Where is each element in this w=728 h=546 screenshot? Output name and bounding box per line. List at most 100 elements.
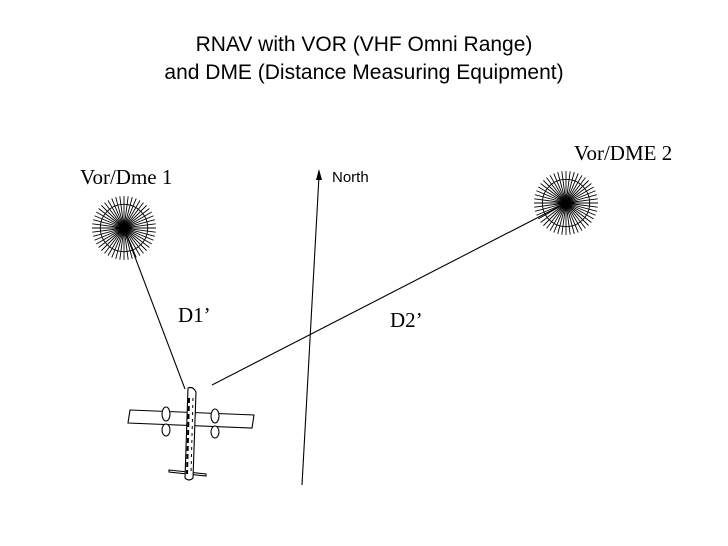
vor-spoke — [123, 227, 129, 260]
vor-spoke — [565, 202, 583, 231]
vor-spoke — [111, 227, 125, 258]
vor-spoke — [534, 202, 567, 212]
vor-spoke — [543, 180, 567, 204]
vor-spoke — [96, 227, 125, 245]
vor-spoke — [534, 202, 567, 208]
vor-spoke — [565, 202, 598, 208]
vor-spoke — [123, 200, 141, 229]
vor-spoke — [123, 227, 150, 248]
north-arrow-icon — [301, 169, 322, 486]
title-line-1: RNAV with VOR (VHF Omni Range) — [196, 33, 533, 56]
vor-spoke — [538, 186, 567, 204]
vor-spoke — [565, 190, 596, 204]
vor-spoke — [565, 202, 579, 233]
vor-spoke — [123, 196, 133, 229]
vor-spoke — [94, 227, 125, 241]
vor-spoke — [557, 202, 567, 235]
vor-spoke — [565, 171, 571, 204]
vor-station-2-icon — [534, 171, 598, 235]
vor-ring — [99, 203, 149, 253]
vor-spoke — [119, 196, 125, 229]
aircraft-icon — [127, 386, 255, 481]
vor-spoke — [565, 202, 592, 223]
vor-spoke — [546, 177, 567, 204]
vor-spoke — [92, 227, 125, 237]
d1-label: D1’ — [178, 303, 211, 327]
vor-spoke — [565, 202, 596, 216]
vor-spoke — [123, 208, 150, 229]
vor-spoke — [565, 202, 594, 220]
vor-spoke — [115, 196, 125, 229]
vor-spoke — [549, 202, 567, 231]
vor-spoke — [96, 211, 125, 229]
d1-distance-line — [123, 227, 186, 390]
vor-spoke — [543, 202, 567, 226]
vor-spoke — [101, 205, 125, 229]
vor-spoke — [565, 202, 598, 212]
d2-label: D2’ — [390, 308, 423, 332]
vor-spoke — [107, 200, 125, 229]
vor-spoke — [98, 227, 125, 248]
vor-spoke — [123, 211, 152, 229]
vor-spoke — [565, 198, 598, 204]
vor-spoke — [123, 202, 144, 229]
vor-spoke — [92, 219, 125, 229]
vor-spoke — [92, 223, 125, 229]
vor-spoke — [104, 227, 125, 254]
vor-spoke — [553, 173, 567, 204]
vor-spoke — [123, 227, 154, 241]
vor-spoke — [123, 196, 129, 229]
vor-spoke — [534, 198, 567, 204]
vor-spoke — [123, 223, 156, 229]
vor-spoke — [92, 227, 125, 233]
vor-spoke — [123, 215, 154, 229]
vor-spoke — [565, 175, 583, 204]
vor-spoke — [123, 227, 156, 233]
vor-spoke — [104, 202, 125, 229]
vor-spoke — [565, 202, 586, 229]
north-label: North — [332, 169, 369, 186]
d2-distance-line — [211, 202, 567, 386]
vor-ring — [541, 178, 591, 228]
vor-spoke — [565, 186, 594, 204]
vor-spoke — [546, 202, 567, 229]
vor-spoke — [565, 173, 579, 204]
vor-spoke — [101, 227, 125, 251]
vor-spoke — [123, 227, 152, 245]
vor-spoke — [119, 227, 125, 260]
vor-spoke — [565, 202, 571, 235]
title-line-2: and DME (Distance Measuring Equipment) — [164, 61, 563, 84]
vor-spoke — [553, 202, 567, 233]
vor-spoke — [115, 227, 125, 260]
station-2-label: Vor/DME 2 — [574, 141, 672, 165]
vor-spoke — [534, 194, 567, 204]
vor-spoke — [540, 202, 567, 223]
vor-spoke — [565, 194, 598, 204]
vor-spoke — [123, 198, 137, 229]
vor-spoke — [561, 202, 567, 235]
vor-spoke — [98, 208, 125, 229]
vor-spoke — [565, 177, 586, 204]
vor-station-1-icon — [92, 196, 156, 260]
vor-spoke — [123, 219, 156, 229]
vor-spoke — [561, 171, 567, 204]
vor-spoke — [565, 183, 592, 204]
vor-spoke — [565, 202, 575, 235]
vor-spoke — [540, 183, 567, 204]
vor-spoke — [536, 190, 567, 204]
vor-spoke — [123, 227, 147, 251]
vor-spoke — [123, 205, 147, 229]
vor-spoke — [94, 215, 125, 229]
vor-spoke — [557, 171, 567, 204]
vor-spoke — [123, 227, 144, 254]
vor-spoke — [123, 227, 141, 256]
vor-spoke — [565, 202, 589, 226]
vor-spoke — [565, 171, 575, 204]
vor-spoke — [565, 180, 589, 204]
station-1-label: Vor/Dme 1 — [80, 165, 172, 189]
vor-spoke — [111, 198, 125, 229]
vor-spoke — [123, 227, 156, 237]
vor-spoke — [549, 175, 567, 204]
vor-spoke — [107, 227, 125, 256]
